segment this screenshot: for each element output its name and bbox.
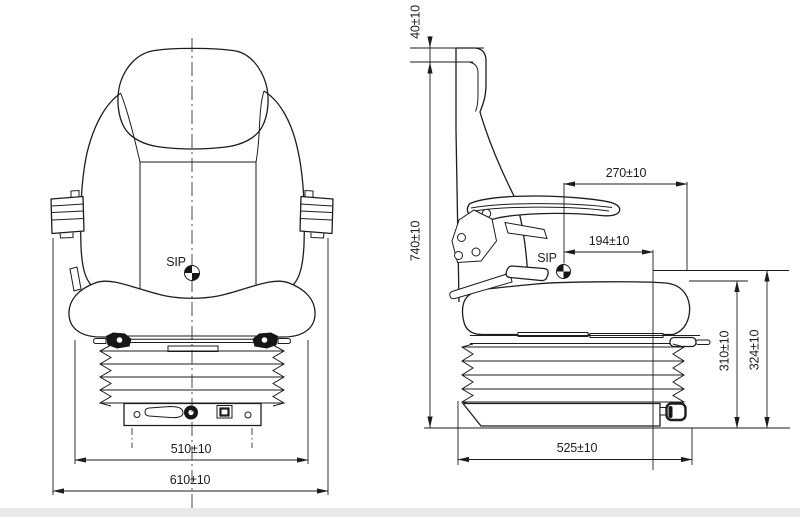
front-backrest-right-edge (263, 90, 305, 286)
side-headrest-inner (456, 61, 479, 112)
dim-base-length-label: 525±10 (557, 441, 598, 455)
front-backrest-panel (139, 161, 257, 289)
front-headrest (117, 47, 269, 150)
front-left-lever (69, 266, 82, 292)
front-base-hole-right (244, 411, 252, 419)
front-sip-marker: SIP (166, 255, 200, 281)
dim-sip-height-label: 324±10 (748, 330, 762, 371)
side-base (461, 402, 687, 427)
side-bellows (460, 343, 686, 406)
dim-sip-to-rear-label: 194±10 (589, 234, 630, 248)
side-view: SIP 40±10 740±10 270±10 194±10 (409, 5, 790, 470)
dim-overall-width-label: 610±10 (170, 473, 211, 487)
side-armrest (451, 195, 621, 264)
front-seam-right (255, 90, 265, 163)
side-sip-label: SIP (537, 251, 557, 265)
dim-seat-height-label: 310±10 (718, 331, 732, 372)
front-backrest-left-edge (80, 92, 122, 287)
dim-armrest-reach-label: 270±10 (606, 166, 647, 180)
dim-seat-width-label: 510±10 (171, 442, 212, 456)
side-rail (470, 332, 711, 348)
bottom-gray-strip (0, 508, 800, 517)
side-dimensions: 40±10 740±10 270±10 194±10 310±10 324±10… (409, 5, 790, 470)
dim-overall-height-label: 740±10 (409, 221, 423, 262)
front-base (123, 402, 262, 448)
dim-headrest-top-label: 40±10 (409, 5, 423, 39)
front-base-button (216, 405, 233, 419)
front-sip-label: SIP (166, 255, 186, 269)
side-recline-lever (449, 265, 549, 300)
front-base-lever (144, 405, 184, 419)
side-armrest-bracket (451, 209, 498, 264)
front-dimensions: 510±10 610±10 (52, 238, 329, 495)
front-armrest-left (50, 189, 85, 239)
front-seam-left (120, 93, 141, 163)
side-rail-handle (669, 336, 697, 348)
front-view: SIP 510±10 610±10 (50, 38, 334, 512)
front-base-hole-left (133, 411, 141, 418)
side-sip-marker: SIP (537, 251, 571, 279)
side-armrest-link (504, 221, 548, 240)
front-armrest-right (299, 189, 334, 239)
side-cushion (461, 281, 691, 336)
side-back-edge (455, 48, 460, 303)
